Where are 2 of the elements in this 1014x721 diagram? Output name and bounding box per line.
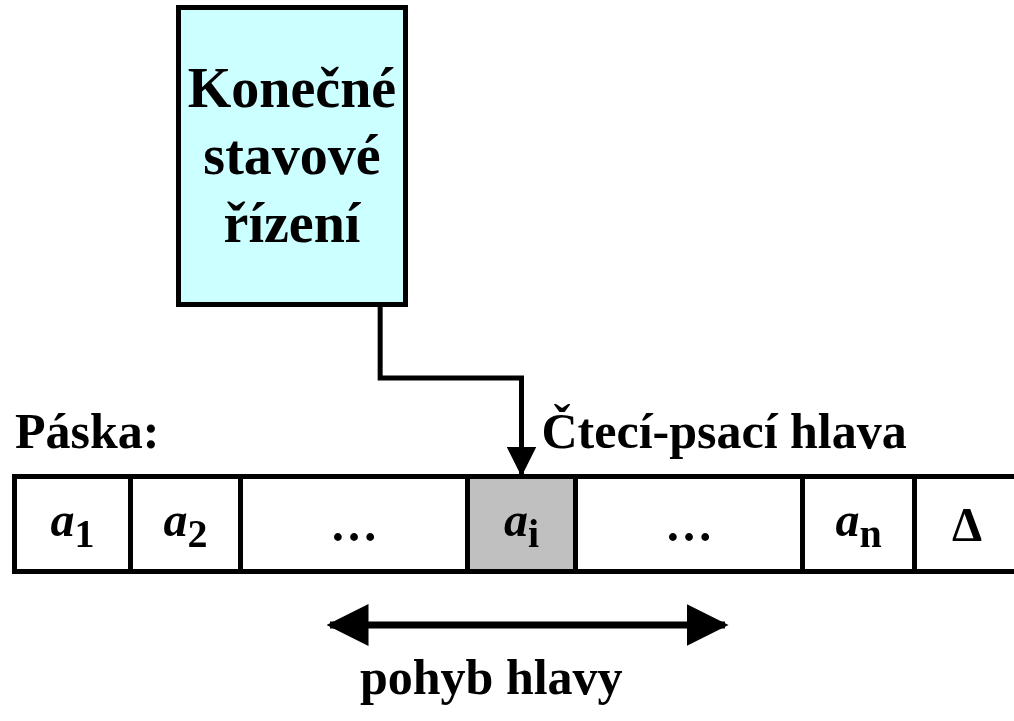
tape-label: Páska:	[15, 406, 160, 456]
control-unit-box: Konečné stavové řízení	[176, 5, 408, 307]
